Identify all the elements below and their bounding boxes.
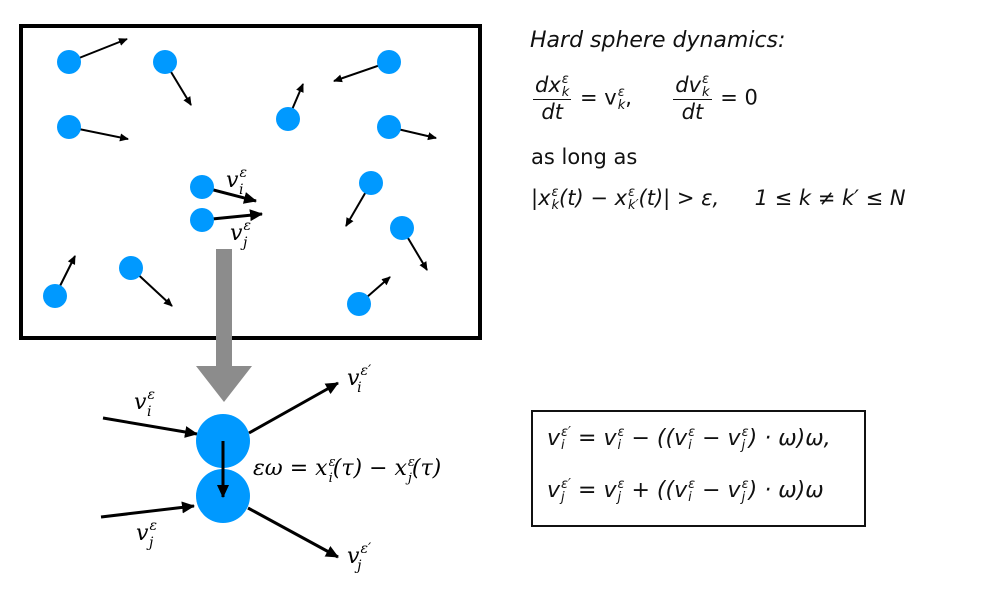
incoming-vj-arrow	[100, 501, 195, 519]
incoming-vi-arrow	[102, 416, 198, 438]
particle	[390, 216, 414, 240]
label-vi-out: vε′i	[347, 363, 372, 396]
particle-container-box	[19, 24, 482, 340]
particle	[190, 208, 214, 232]
outgoing-vj-arrow	[247, 506, 339, 559]
outgoing-vi-arrow	[248, 381, 339, 435]
particle	[347, 292, 371, 316]
particle	[276, 107, 300, 131]
particle	[57, 115, 81, 139]
label-vj-out: vε′j	[347, 541, 372, 574]
particle	[377, 50, 401, 74]
condition-text: as long as	[531, 145, 638, 169]
particle	[190, 175, 214, 199]
particle	[153, 50, 177, 74]
particles-layer	[43, 38, 437, 316]
section-title: Hard sphere dynamics:	[530, 28, 786, 53]
particle	[119, 256, 143, 280]
particle	[377, 115, 401, 139]
particle	[57, 50, 81, 74]
transition-arrow-icon	[196, 249, 252, 402]
particle	[359, 171, 383, 195]
particle	[43, 284, 67, 308]
